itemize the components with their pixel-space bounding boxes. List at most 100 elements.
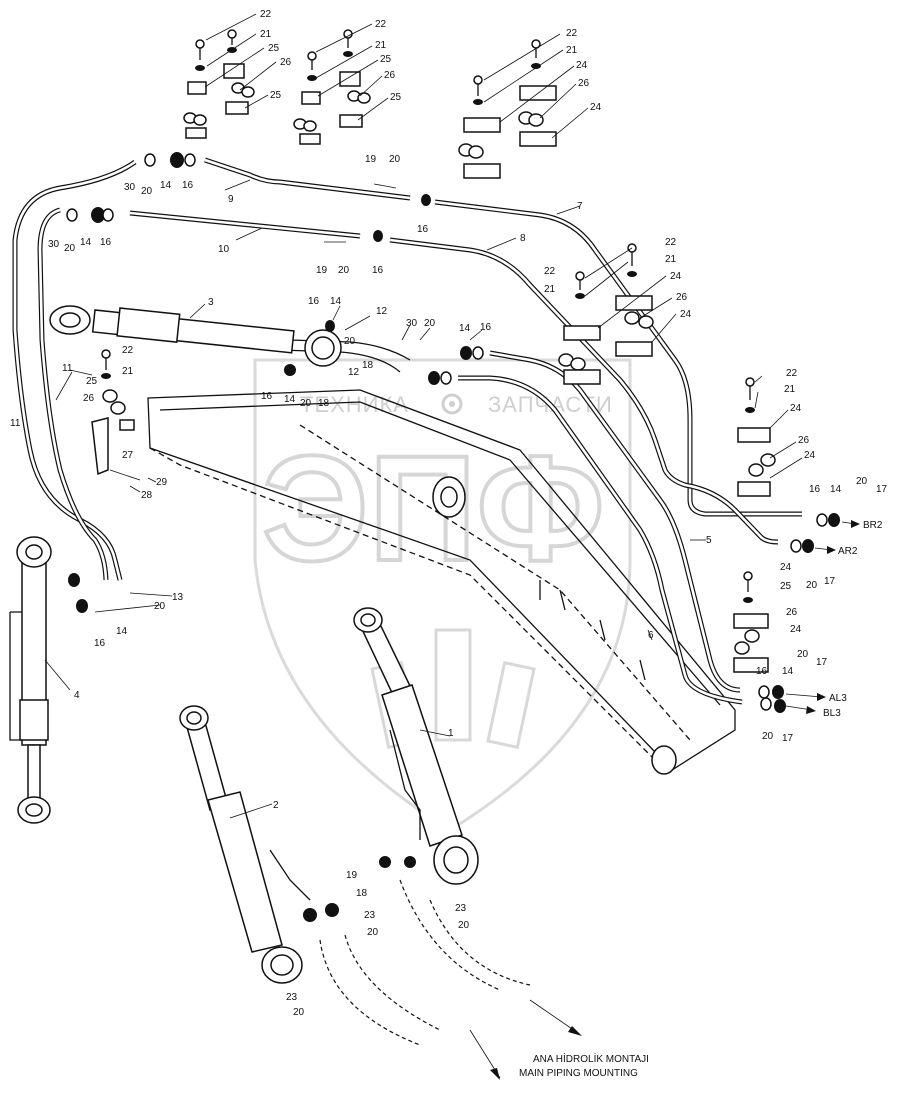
callout-label: 17	[824, 576, 836, 587]
callout-label: 11	[10, 418, 21, 429]
bracket-assembly-3	[458, 39, 557, 179]
callout-label: 20	[344, 336, 356, 347]
cylinder-2	[179, 705, 311, 984]
callout-label: 14	[160, 180, 172, 191]
callout-label: 24	[576, 60, 588, 71]
callout-label: 22	[544, 266, 556, 277]
callout-label: 21	[375, 40, 387, 51]
port-label-al3: AL3	[829, 693, 847, 704]
callout-label: 16	[94, 638, 106, 649]
callout-label: 25	[780, 581, 792, 592]
callout-label: 2	[273, 800, 279, 811]
callout-label: 12	[376, 306, 388, 317]
callout-label: 25	[380, 54, 392, 65]
bracket-assembly-4	[558, 243, 654, 385]
callout-label: 21	[784, 384, 796, 395]
callout-label: 18	[362, 360, 374, 371]
callout-label: 12	[348, 367, 360, 378]
callout-label: 26	[83, 393, 95, 404]
fittings	[66, 152, 840, 922]
callout-label: 16	[480, 322, 492, 333]
callout-label: 24	[680, 309, 692, 320]
callout-label: 19	[346, 870, 358, 881]
callout-label: 24	[780, 562, 792, 573]
pipe-8	[389, 237, 779, 545]
callout-label: 8	[520, 233, 526, 244]
caption: ANA HİDROLİK MONTAJI MAIN PIPING MOUNTIN…	[519, 1052, 649, 1079]
callout-label: 16	[417, 224, 429, 235]
port-label-ar2: AR2	[838, 546, 858, 557]
bracket-assembly-2	[293, 29, 371, 145]
bottom-hoses	[319, 879, 582, 1080]
callout-label: 16	[372, 265, 384, 276]
callout-label: 16	[100, 237, 112, 248]
port-label-br2: BR2	[863, 520, 883, 531]
callout-label: 20	[762, 731, 774, 742]
callout-label: 6	[648, 630, 654, 641]
callout-label: 14	[330, 296, 342, 307]
callout-label: 5	[706, 535, 712, 546]
cylinder-4	[9, 536, 52, 824]
callout-label: 26	[798, 435, 810, 446]
callout-label: 21	[260, 29, 272, 40]
callout-label: 28	[141, 490, 153, 501]
callout-label: 24	[804, 450, 816, 461]
callout-label: 29	[156, 477, 168, 488]
arm-cylinder	[49, 305, 342, 367]
callout-label: 20	[154, 601, 166, 612]
callout-label: 23	[364, 910, 376, 921]
callout-label: 26	[384, 70, 396, 81]
callout-label: 24	[790, 403, 802, 414]
callout-label: 30	[406, 318, 418, 329]
callout-label: 22	[122, 345, 134, 356]
boom	[147, 389, 736, 775]
callout-label: 21	[665, 254, 677, 265]
callout-label: 17	[782, 733, 794, 744]
callout-label: 25	[268, 43, 280, 54]
callout-label: 16	[756, 666, 768, 677]
callout-label: 20	[458, 920, 470, 931]
bracket-assembly-5	[737, 377, 776, 497]
callout-label: 26	[280, 57, 292, 68]
pipe-6	[458, 375, 743, 705]
port-arrows	[785, 520, 860, 714]
caption-line2: MAIN PIPING MOUNTING	[519, 1068, 638, 1079]
callout-label: 14	[459, 323, 471, 334]
callout-label: 24	[590, 102, 602, 113]
bracket-assembly-6	[733, 571, 769, 673]
callout-label: 19	[316, 265, 328, 276]
watermark: ЭПФ ТЕХНИКА ЗАПЧАСТИ	[253, 358, 632, 832]
callout-label: 20	[293, 1007, 305, 1018]
pipe-9	[204, 157, 411, 201]
callout-label: 22	[566, 28, 578, 39]
callout-label: 30	[124, 182, 136, 193]
callout-labels: 22 21 25 26 25 22 21 25 26 25 22 21 24 2…	[10, 9, 888, 1018]
callout-label: 14	[80, 237, 92, 248]
pipe-10	[129, 210, 361, 239]
callout-label: 25	[270, 90, 282, 101]
callout-label: 20	[806, 580, 818, 591]
callout-label: 1	[448, 728, 454, 739]
watermark-text-left: ТЕХНИКА	[300, 392, 409, 417]
callout-label: 4	[74, 690, 80, 701]
callout-label: 21	[544, 284, 556, 295]
callout-label: 17	[876, 484, 888, 495]
callout-label: 16	[261, 391, 273, 402]
callout-label: 16	[308, 296, 320, 307]
callout-label: 16	[809, 484, 821, 495]
callout-label: 14	[284, 394, 296, 405]
callout-label: 7	[577, 201, 583, 212]
callout-label: 18	[318, 398, 330, 409]
callout-label: 20	[367, 927, 379, 938]
callout-label: 9	[228, 194, 234, 205]
callout-label: 20	[424, 318, 436, 329]
gear-icon	[441, 393, 463, 415]
callout-label: 22	[786, 368, 798, 379]
callout-label: 20	[389, 154, 401, 165]
callout-label: 24	[790, 624, 802, 635]
callout-label: 16	[182, 180, 194, 191]
callout-label: 25	[86, 376, 98, 387]
callout-label: 14	[830, 484, 842, 495]
callout-label: 20	[856, 476, 868, 487]
